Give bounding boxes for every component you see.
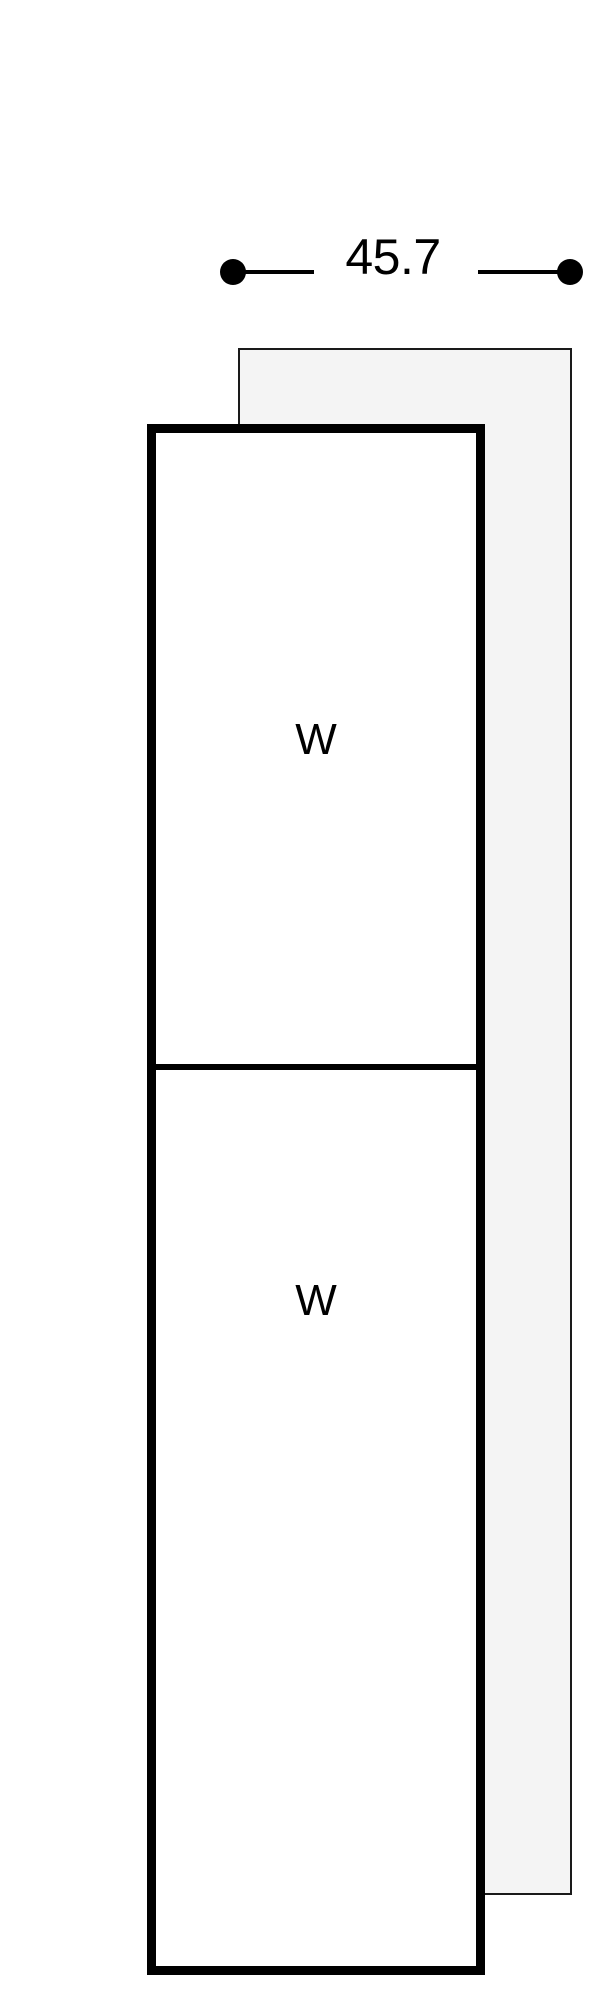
dimension-annotation: 45.7 [0,0,615,330]
dimension-left-dot-terminator [220,259,246,285]
panel-label-upper: W [295,714,337,764]
dimension-left-leader-line [244,270,314,274]
panel-label-lower: W [295,1276,337,1325]
cabinet-panel-upper: W [156,433,476,1070]
cabinet-outline: W W [147,424,485,1975]
dimension-value-label: 45.7 [345,229,441,285]
dimension-right-dot-terminator [557,259,583,285]
dimension-right-leader-line [478,270,558,274]
cabinet-panel-lower: W [156,1070,476,1966]
